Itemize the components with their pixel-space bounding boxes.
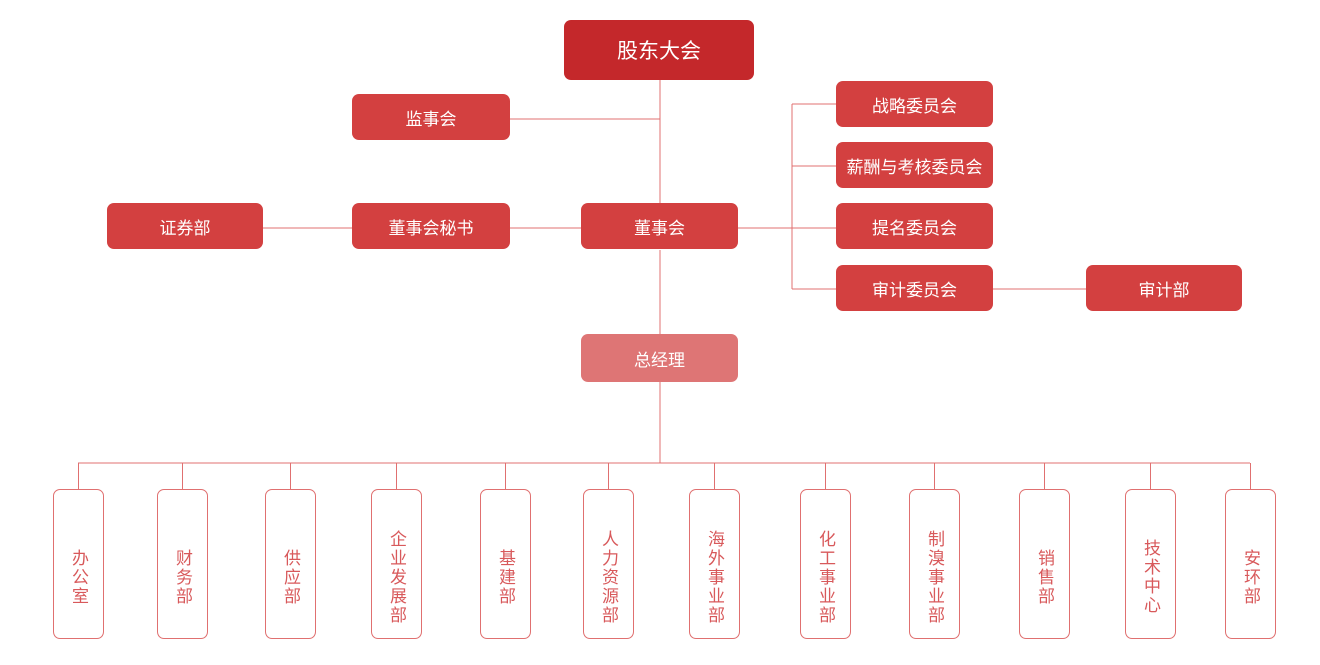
node-securities-label: 证券部 (159, 218, 211, 239)
node-board-secretary[interactable]: 董事会秘书 (352, 203, 513, 252)
node-compensation-committee[interactable]: 薪酬与考核委员会 (836, 142, 996, 191)
node-shareholders[interactable]: 股东大会 (564, 20, 757, 83)
dept-technology-center[interactable]: 技术中心 (1125, 489, 1176, 639)
dept-supply[interactable]: 供应部 (265, 489, 316, 639)
node-supervisors[interactable]: 监事会 (352, 94, 513, 143)
dept-office[interactable]: 办公室 (53, 489, 104, 639)
node-audit-dept[interactable]: 审计部 (1086, 265, 1245, 314)
node-nomination-committee[interactable]: 提名委员会 (836, 203, 996, 252)
node-audit-committee[interactable]: 审计委员会 (836, 265, 996, 314)
dept-finance[interactable]: 财务部 (157, 489, 208, 639)
dept-infrastructure[interactable]: 基建部 (480, 489, 531, 639)
dept-chemical-business[interactable]: 化工事业部 (800, 489, 851, 639)
dept-overseas-business[interactable]: 海外事业部 (689, 489, 740, 639)
node-audit-dept-label: 审计部 (1138, 280, 1190, 301)
node-supervisors-label: 监事会 (405, 109, 457, 130)
node-board-secretary-label: 董事会秘书 (388, 218, 474, 239)
node-shareholders-label: 股东大会 (617, 39, 701, 63)
department-connectors (78, 463, 1251, 489)
node-securities[interactable]: 证券部 (107, 203, 266, 252)
dept-sales[interactable]: 销售部 (1019, 489, 1070, 639)
node-board[interactable]: 董事会 (581, 203, 741, 252)
node-nomination-committee-label: 提名委员会 (872, 218, 957, 239)
node-general-manager[interactable]: 总经理 (581, 334, 741, 385)
dept-human-resources[interactable]: 人力资源部 (583, 489, 634, 639)
node-board-label: 董事会 (634, 218, 685, 239)
node-general-manager-label: 总经理 (634, 350, 685, 371)
node-compensation-committee-label: 薪酬与考核委员会 (846, 157, 983, 178)
node-strategy-committee[interactable]: 战略委员会 (836, 81, 996, 130)
node-audit-committee-label: 审计委员会 (872, 280, 957, 301)
dept-bromine-business[interactable]: 制溴事业部 (909, 489, 960, 639)
dept-safety-environment[interactable]: 安环部 (1225, 489, 1276, 639)
node-strategy-committee-label: 战略委员会 (872, 96, 957, 117)
dept-enterprise-development[interactable]: 企业发展部 (371, 489, 422, 639)
